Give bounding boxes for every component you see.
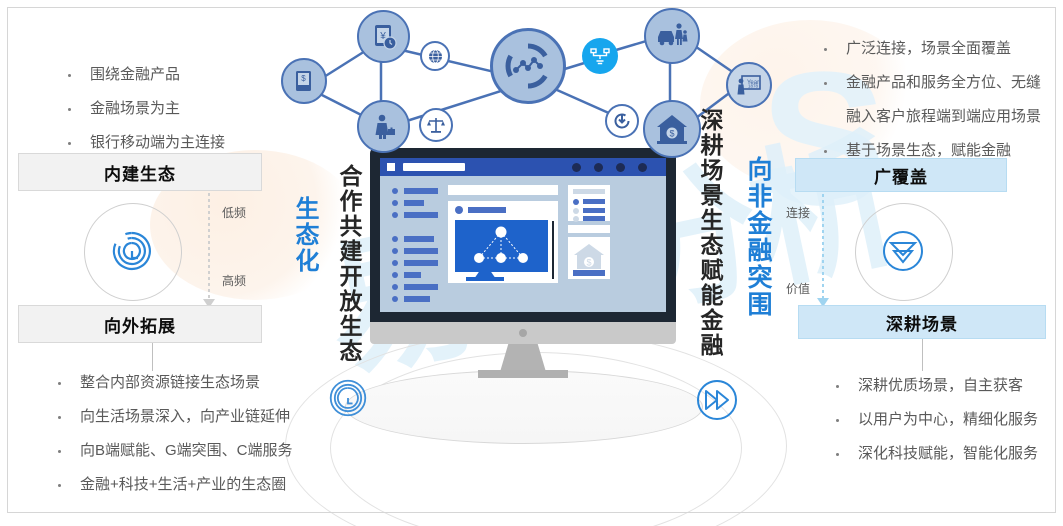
list-item: 深化科技赋能，智能化服务 bbox=[830, 439, 1063, 469]
svg-text:$: $ bbox=[586, 258, 591, 268]
vertical-heading-deep-scene: 深耕场景生态赋能金融 bbox=[697, 108, 723, 358]
right-top-bullets: 广泛连接，场景全面覆盖 金融产品和服务全方位、无缝 融入客户旅程端到端应用场景 … bbox=[778, 34, 1063, 170]
svg-text:¥: ¥ bbox=[379, 31, 386, 42]
right-bottom-bullets: 深耕优质场景，自主获客 以用户为中心，精细化服务 深化科技赋能，智能化服务 bbox=[790, 371, 1063, 473]
list-item: 金融+科技+生活+产业的生态圈 bbox=[52, 470, 342, 500]
left-arrow-head bbox=[203, 299, 215, 308]
list-item: 围绕金融产品 bbox=[62, 60, 312, 90]
left-arrow-label-low: 低频 bbox=[222, 206, 247, 220]
window-dot-3 bbox=[616, 163, 625, 172]
left-hub-circle bbox=[84, 203, 182, 301]
scale-balance-icon bbox=[419, 108, 453, 142]
globe-small-icon bbox=[420, 41, 450, 71]
screen-right-card-2 bbox=[568, 225, 610, 233]
desktop-monitor-dashboard: $ bbox=[370, 148, 676, 378]
bank-building-icon: $ bbox=[643, 100, 701, 158]
list-item: 基于场景生态，赋能金融 bbox=[818, 136, 1063, 166]
bank-building-icon: $ bbox=[574, 244, 604, 269]
list-item: 金融场景为主 bbox=[62, 94, 312, 124]
screen-chart-area bbox=[455, 220, 548, 272]
businessperson-briefcase-icon bbox=[357, 100, 410, 153]
window-titlebar bbox=[380, 158, 666, 176]
right-box-broad-coverage[interactable]: 广覆盖 bbox=[795, 158, 1007, 192]
vertical-heading-ecology: 生态化 bbox=[291, 196, 318, 274]
vertical-heading-cooperation: 合作共建开放生态 bbox=[336, 164, 362, 364]
right-arrow-label-value: 价值 bbox=[786, 282, 811, 296]
screen-searchbar bbox=[448, 185, 558, 195]
fast-forward-icon bbox=[695, 378, 739, 427]
refresh-cycle-small-icon bbox=[328, 378, 368, 423]
right-hub-circle bbox=[855, 203, 953, 301]
window-title-placeholder bbox=[403, 163, 465, 171]
refresh-cycle-icon bbox=[110, 229, 154, 278]
monitor-shadow bbox=[345, 370, 703, 444]
list-item: 广泛连接，场景全面覆盖 bbox=[818, 34, 1063, 64]
window-dot-2 bbox=[594, 163, 603, 172]
left-arrow-label-high: 高频 bbox=[222, 274, 247, 288]
monitor-power-dot bbox=[519, 329, 527, 337]
right-arrow-label-connect: 连接 bbox=[786, 206, 811, 220]
monitor-screen: $ bbox=[380, 158, 666, 312]
window-dot-4 bbox=[638, 163, 647, 172]
svg-text:1878: 1878 bbox=[748, 84, 759, 89]
left-bottom-bullets: 整合内部资源链接生态场景 向生活场景深入，向产业链延伸 向B端赋能、G端突围、C… bbox=[12, 368, 342, 504]
right-dotted-arrow bbox=[822, 194, 824, 302]
monitor-base bbox=[478, 370, 568, 378]
vertical-heading-breakthrough: 向非金融突围 bbox=[744, 156, 772, 318]
cloud-share-icon bbox=[582, 38, 618, 74]
mobile-payment-icon: $ bbox=[281, 58, 327, 104]
list-item: 向B端赋能、G端突围、C端服务 bbox=[52, 436, 342, 466]
left-box-built-in-ecology[interactable]: 内建生态 bbox=[18, 153, 262, 191]
left-top-bullets: 围绕金融产品 金融场景为主 银行移动端为主连接 bbox=[22, 60, 312, 162]
right-box-deep-scene[interactable]: 深耕场景 bbox=[798, 305, 1046, 339]
list-item: 以用户为中心，精细化服务 bbox=[830, 405, 1063, 435]
monitor-bezel: $ bbox=[370, 148, 676, 322]
presentation-teacher-icon: Year 1878 bbox=[726, 62, 772, 108]
window-dot-1 bbox=[572, 163, 581, 172]
clock-download-icon bbox=[605, 104, 639, 138]
car-family-icon bbox=[644, 8, 700, 64]
svg-text:$: $ bbox=[301, 74, 306, 83]
network-graph-icon bbox=[474, 226, 528, 263]
double-chevron-down-icon bbox=[881, 229, 925, 278]
monitor-neck bbox=[500, 344, 546, 372]
network-hub-icon bbox=[490, 28, 566, 104]
list-item: 银行移动端为主连接 bbox=[62, 128, 312, 158]
left-box-expand-outward[interactable]: 向外拓展 bbox=[18, 305, 262, 343]
list-item: 向生活场景深入，向产业链延伸 bbox=[52, 402, 342, 432]
list-item: 整合内部资源链接生态场景 bbox=[52, 368, 342, 398]
clipboard-yen-clock-icon: ¥ bbox=[357, 10, 410, 63]
svg-text:$: $ bbox=[669, 129, 674, 139]
svg-text:Year: Year bbox=[747, 80, 759, 86]
list-item: 深耕优质场景，自主获客 bbox=[830, 371, 1063, 401]
right-arrow-head bbox=[817, 298, 829, 307]
window-logo bbox=[387, 163, 395, 171]
left-dotted-arrow bbox=[208, 193, 210, 303]
list-item-continuation: 融入客户旅程端到端应用场景 bbox=[846, 108, 1042, 125]
list-item: 金融产品和服务全方位、无缝 bbox=[818, 68, 1063, 98]
